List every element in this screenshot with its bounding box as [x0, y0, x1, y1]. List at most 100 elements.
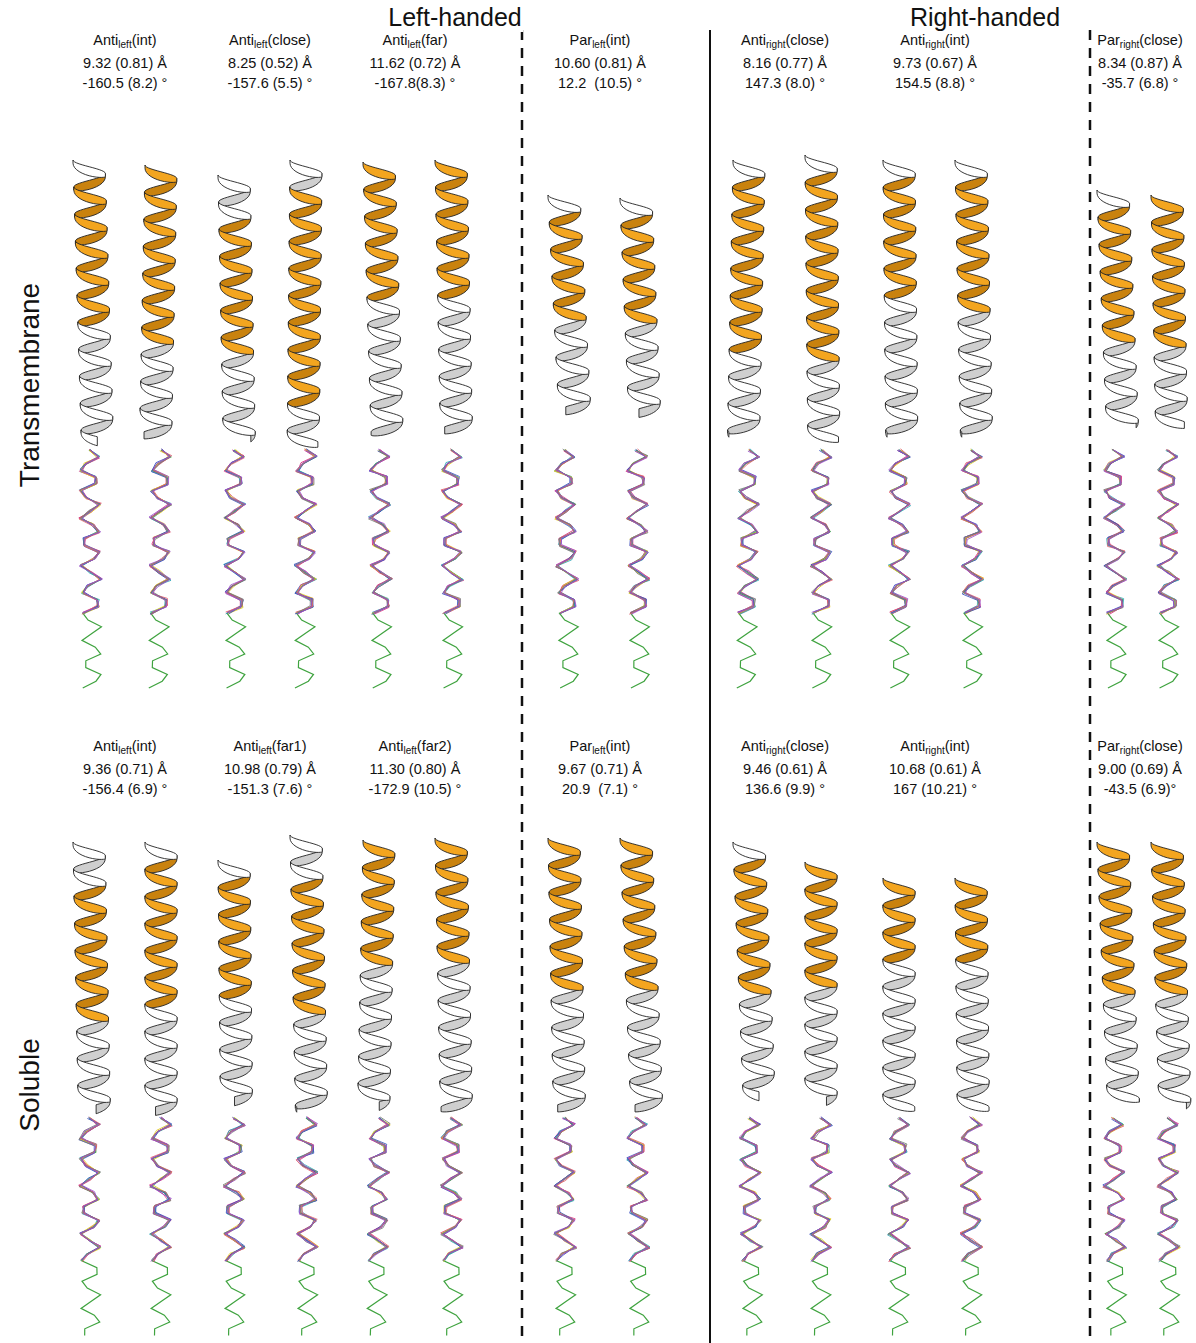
helix-ribbon: [807, 317, 839, 334]
ca-trace: [150, 1117, 173, 1262]
helix-ribbon: [219, 914, 251, 931]
helix-ribbon: [435, 160, 467, 177]
helix-ribbon: [550, 919, 582, 936]
helix-ribbon: [359, 1056, 391, 1073]
helix-ribbon: [76, 1004, 108, 1021]
helix-ribbon: [555, 330, 588, 347]
helix-ribbon: [144, 219, 176, 236]
helix-pair: [1097, 190, 1187, 688]
helix-ribbon: [883, 878, 915, 895]
helix-ribbon: [622, 892, 655, 909]
helix-ribbon: [624, 306, 657, 323]
ca-trace: [1104, 449, 1126, 613]
helix-ribbon: [883, 160, 915, 177]
helix-ribbon: [884, 214, 916, 231]
helix-ribbon: [439, 376, 471, 393]
helix-ribbon: [219, 202, 251, 219]
helix-ribbon: [805, 997, 837, 1014]
ca-trace: [811, 450, 832, 612]
helix-ribbon: [439, 349, 471, 366]
ca-trace: [294, 449, 317, 612]
helix-ribbon: [625, 973, 658, 990]
helix-ribbon: [1155, 411, 1184, 428]
helix-ribbon: [806, 263, 838, 280]
helix-ribbon: [290, 835, 322, 852]
angle-value: 154.5 (8.8) °: [893, 75, 977, 92]
subscript: right: [925, 39, 944, 50]
helix-ribbon: [1101, 298, 1134, 315]
helix-ribbon: [1153, 923, 1185, 940]
ca-trace: [811, 1119, 831, 1261]
ca-trace: [79, 1118, 101, 1262]
conformation-name-part: (close): [785, 32, 829, 48]
helix-ribbon: [807, 398, 839, 415]
helix-ribbon: [957, 1040, 989, 1057]
helix-ribbon: [74, 187, 106, 204]
helix-ribbon: [1152, 869, 1184, 886]
helix-ribbon: [1154, 330, 1186, 347]
ca-trace: [295, 451, 316, 613]
helix-ribbon: [222, 391, 254, 408]
helix-ribbon: [145, 842, 177, 859]
helix-ribbon: [549, 892, 581, 909]
ca-trace: [151, 1117, 172, 1261]
helix-ribbon: [218, 175, 250, 192]
ca-trace: [888, 450, 910, 613]
helix-ribbon: [739, 1004, 772, 1021]
helix-ribbon: [548, 195, 581, 212]
helix-ribbon: [556, 357, 589, 374]
helix-ribbon: [288, 403, 320, 420]
ca-trace: [224, 451, 246, 614]
conformation-name-part: Anti: [229, 32, 254, 48]
helix-ribbon: [436, 892, 468, 909]
helix-ribbon: [361, 921, 393, 938]
angle-value: 136.6 (9.9) °: [743, 781, 827, 798]
helix-ribbon: [437, 241, 469, 258]
subscript: right: [1120, 39, 1139, 50]
helix-ribbon: [807, 344, 839, 361]
conformation-name-part: Anti: [234, 738, 259, 754]
helix-ribbon: [557, 384, 590, 401]
conformation-name: Antileft(int): [91, 32, 158, 49]
helix-ribbon: [728, 403, 760, 420]
subscript: left: [118, 745, 131, 756]
helix-ribbon: [292, 916, 324, 933]
section-heading: Right-handed: [908, 2, 1062, 32]
helix-ribbon: [806, 209, 838, 226]
helix-ribbon: [733, 160, 765, 177]
helix-ribbon: [360, 975, 392, 992]
helix-ribbon: [73, 842, 105, 859]
subscript: left: [259, 745, 272, 756]
helix-ribbon: [1098, 869, 1131, 886]
ca-trace: [736, 449, 759, 613]
helix-ribbon: [73, 160, 105, 177]
helix-ribbon: [358, 1083, 390, 1100]
helix-ribbon: [621, 865, 654, 882]
helix-ribbon: [362, 867, 394, 884]
ca-trace: [960, 1118, 982, 1261]
ca-trace: [1103, 450, 1126, 612]
helix-ribbon: [437, 919, 469, 936]
helix-ribbon: [438, 295, 470, 312]
helix-ribbon: [289, 214, 321, 231]
helix-ribbon: [960, 430, 961, 437]
helix-ribbon: [287, 430, 318, 447]
ca-trace: [554, 1119, 576, 1260]
helix-ribbon: [219, 995, 251, 1012]
ca-trace: [960, 1117, 982, 1261]
helix-ribbon: [362, 894, 394, 911]
helix-ribbon: [883, 1013, 915, 1030]
helix-ribbon: [883, 986, 915, 1003]
ca-trace: [149, 450, 171, 688]
subscript: right: [925, 745, 944, 756]
angle-value: -151.3 (7.6) °: [226, 781, 315, 798]
ca-trace: [889, 1118, 909, 1336]
ca-trace: [149, 450, 172, 612]
helix-ribbon: [805, 916, 837, 933]
conformation-name: Antileft(far): [381, 32, 450, 49]
helix-ribbon: [439, 1054, 471, 1071]
ca-trace: [224, 451, 246, 612]
helix-ribbon: [79, 376, 111, 393]
helix-ribbon: [221, 310, 253, 327]
